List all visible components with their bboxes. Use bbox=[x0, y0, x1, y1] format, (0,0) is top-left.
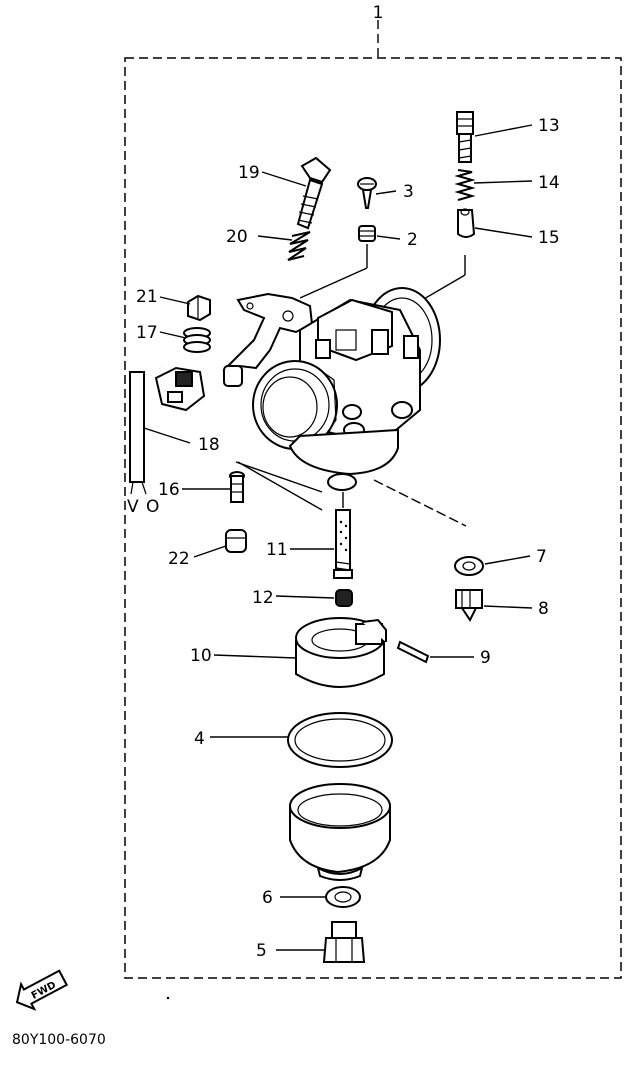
label-15: 15 bbox=[538, 228, 560, 248]
label-3: 3 bbox=[403, 182, 414, 202]
leader-10 bbox=[213, 654, 297, 659]
float-bowl-drawing bbox=[289, 783, 391, 881]
part-21-drawing bbox=[187, 294, 211, 322]
label-16: 16 bbox=[158, 480, 180, 500]
label-7: 7 bbox=[536, 547, 547, 567]
part-7-drawing bbox=[454, 556, 484, 576]
label-17: 17 bbox=[136, 323, 158, 343]
label-12: 12 bbox=[252, 588, 274, 608]
part-10-drawing bbox=[295, 617, 387, 688]
label-19: 19 bbox=[238, 163, 260, 183]
leader-18 bbox=[143, 427, 191, 444]
label-11: 11 bbox=[266, 540, 288, 560]
leader-15 bbox=[474, 227, 533, 238]
hose-end-label-v: V bbox=[127, 497, 139, 517]
label-5: 5 bbox=[256, 941, 267, 961]
leader-3 bbox=[375, 190, 397, 195]
forward-direction-arrow: FWD bbox=[15, 969, 69, 1011]
label-13: 13 bbox=[538, 116, 560, 136]
hose-end-label-o: O bbox=[146, 497, 159, 517]
leader-8 bbox=[483, 605, 533, 609]
leader-13 bbox=[474, 124, 533, 137]
part-11-drawing bbox=[333, 492, 353, 579]
leader-14 bbox=[473, 180, 533, 184]
label-8: 8 bbox=[538, 599, 549, 619]
leader-20 bbox=[257, 235, 293, 241]
part-9-drawing bbox=[396, 640, 430, 664]
leader-2 bbox=[376, 235, 401, 240]
label-9: 9 bbox=[480, 648, 491, 668]
part-3-drawing bbox=[357, 177, 377, 209]
part-12-drawing bbox=[335, 589, 353, 607]
leader-19 bbox=[261, 171, 307, 187]
part-15-drawing bbox=[457, 208, 476, 238]
label-10: 10 bbox=[190, 646, 212, 666]
label-14: 14 bbox=[538, 173, 560, 193]
part-14-drawing bbox=[454, 169, 476, 201]
part-4-drawing bbox=[287, 712, 393, 768]
part-19-drawing bbox=[296, 156, 332, 230]
part-5-drawing bbox=[322, 921, 366, 963]
assembly-frame bbox=[124, 57, 622, 979]
part-17-drawing bbox=[183, 327, 211, 353]
leader-12 bbox=[275, 595, 335, 599]
part-20-drawing bbox=[287, 231, 311, 261]
part-18-drawing bbox=[129, 361, 206, 483]
label-18: 18 bbox=[198, 435, 220, 455]
assembly-number: 1 bbox=[373, 3, 384, 23]
leader-17 bbox=[159, 331, 187, 339]
leader-22 bbox=[193, 545, 227, 558]
part-6-drawing bbox=[325, 886, 361, 908]
leader-7 bbox=[484, 555, 531, 565]
label-2: 2 bbox=[407, 230, 418, 250]
leader-21 bbox=[159, 296, 191, 305]
part-16-drawing bbox=[229, 471, 245, 503]
label-20: 20 bbox=[226, 227, 248, 247]
part-2-drawing bbox=[358, 225, 376, 242]
label-6: 6 bbox=[262, 888, 273, 908]
part-13-drawing bbox=[456, 111, 474, 163]
part-22-drawing bbox=[225, 529, 247, 553]
label-21: 21 bbox=[136, 287, 158, 307]
drawing-code: 80Y100-6070 bbox=[12, 1032, 106, 1048]
label-22: 22 bbox=[168, 549, 190, 569]
label-4: 4 bbox=[194, 729, 205, 749]
part-8-drawing bbox=[455, 589, 483, 622]
carburetor-body-drawing bbox=[222, 287, 441, 491]
